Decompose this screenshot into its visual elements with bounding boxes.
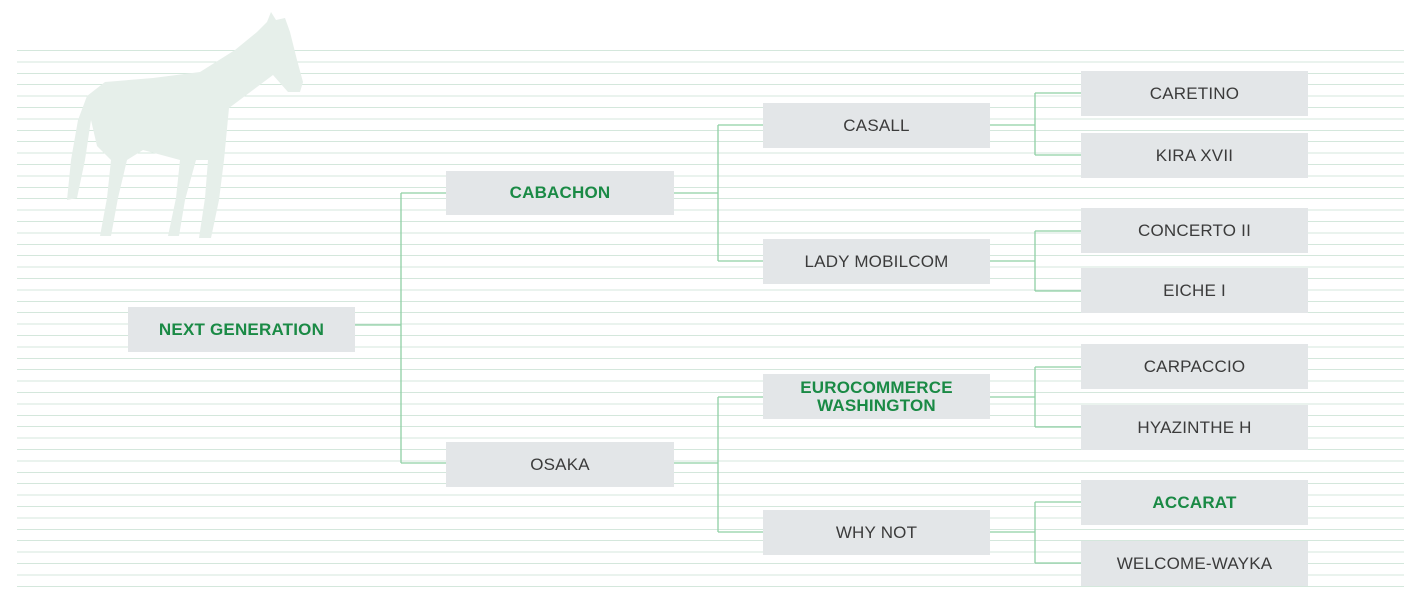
sire-sire-name: CASALL xyxy=(763,103,990,148)
ancestor-g3-7-name: ACCARAT xyxy=(1081,480,1308,525)
ancestor-g3-5-name: CARPACCIO xyxy=(1081,344,1308,389)
sire-name: CABACHON xyxy=(446,171,674,215)
ancestor-g3-3-name: CONCERTO II xyxy=(1081,208,1308,253)
dam-dam-name: WHY NOT xyxy=(763,510,990,555)
sire-dam-name: LADY MOBILCOM xyxy=(763,239,990,284)
ancestor-g3-8-name: WELCOME-WAYKA xyxy=(1081,541,1308,586)
dam-name: OSAKA xyxy=(446,442,674,487)
ancestor-g3-4-name: EICHE I xyxy=(1081,268,1308,313)
ancestor-g3-2-name: KIRA XVII xyxy=(1081,133,1308,178)
horse-silhouette-icon xyxy=(67,12,303,238)
ancestor-g3-1-name: CARETINO xyxy=(1081,71,1308,116)
subject-horse-name: NEXT GENERATION xyxy=(128,307,355,352)
ancestor-g3-6-name: HYAZINTHE H xyxy=(1081,405,1308,450)
dam-sire-name: EUROCOMMERCE WASHINGTON xyxy=(763,374,990,419)
